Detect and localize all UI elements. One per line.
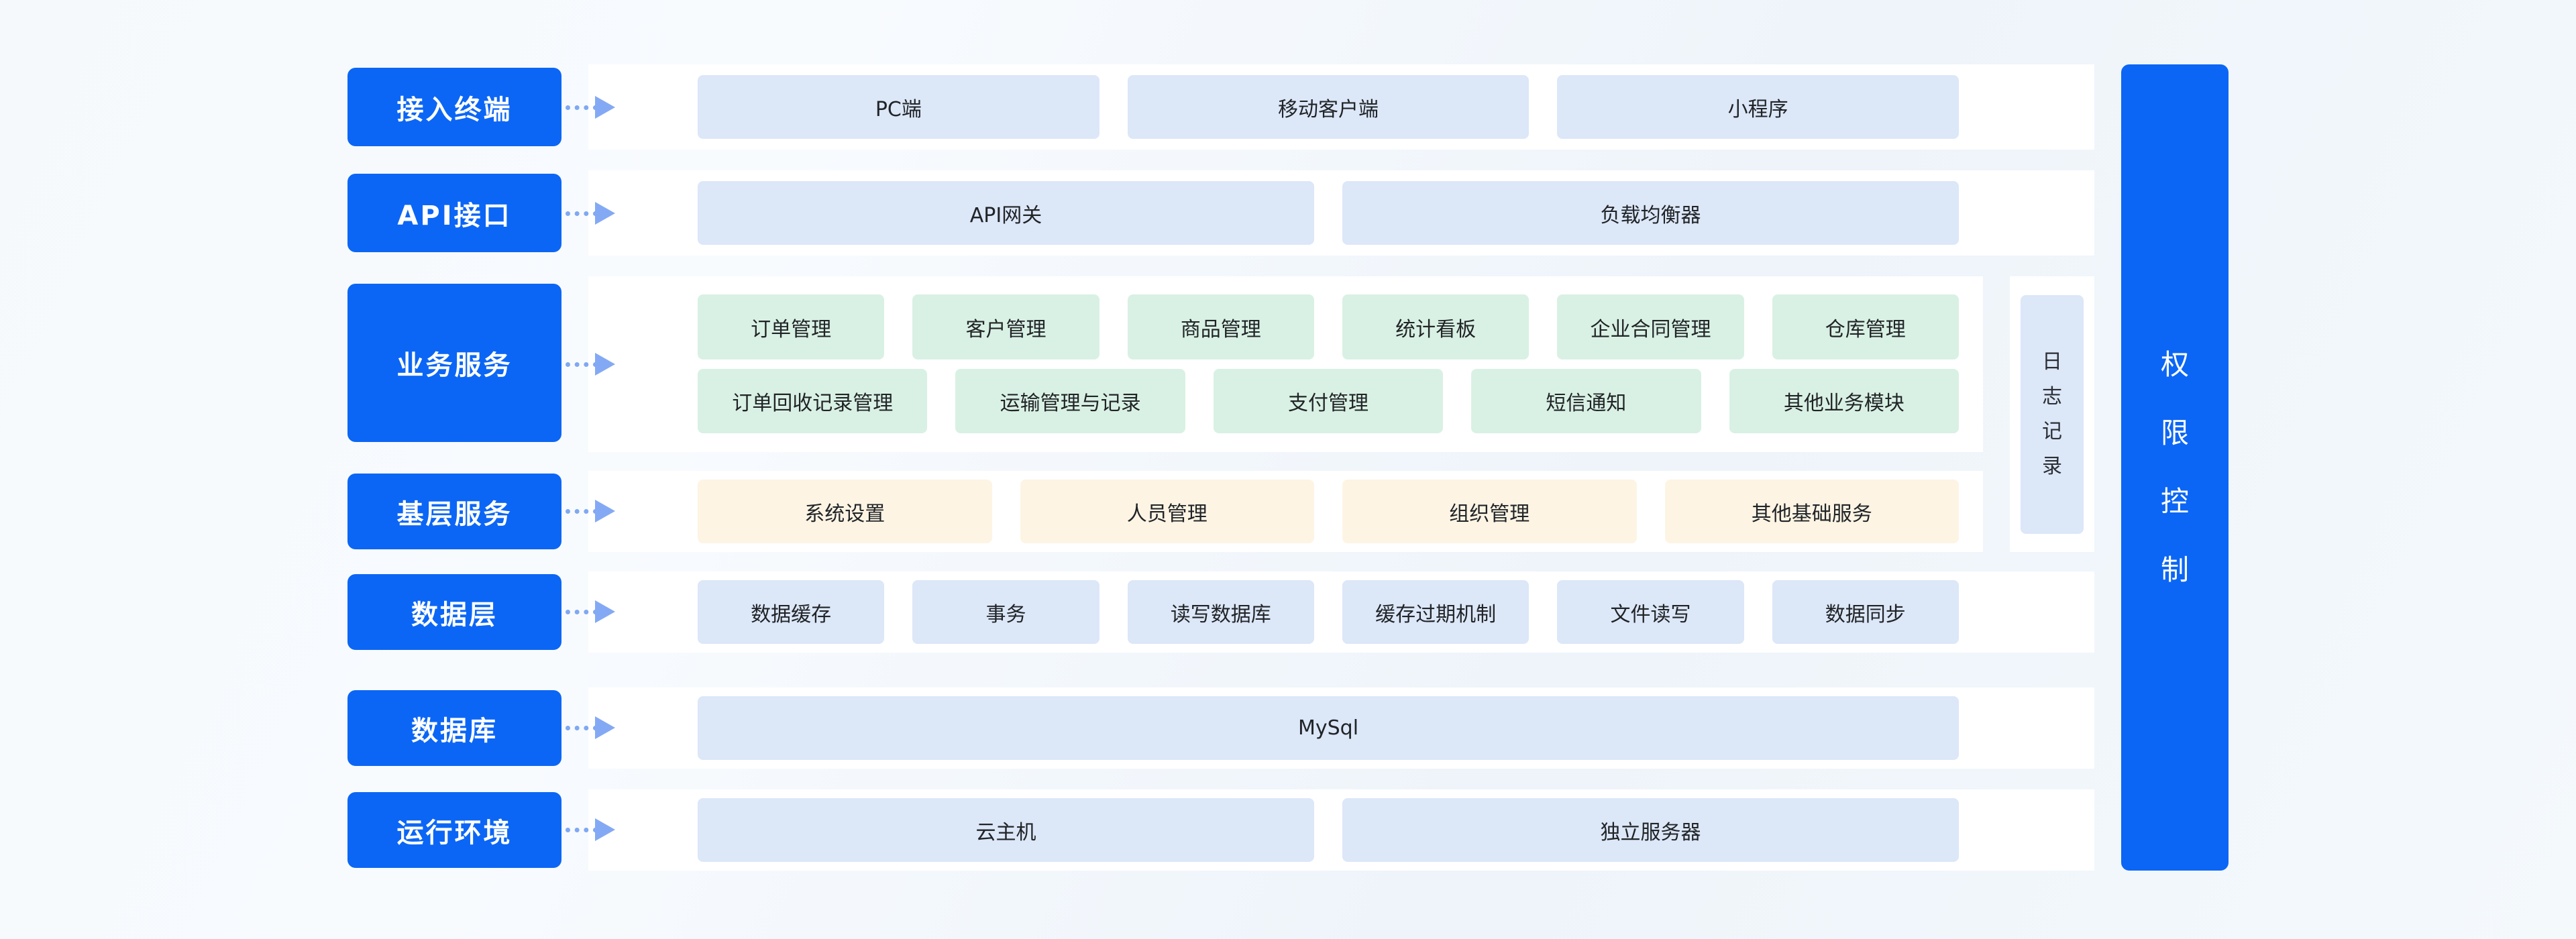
log-record-label: 日志记录	[2042, 350, 2062, 478]
module-chip: 系统设置	[698, 480, 992, 543]
layer-label-terminal: 接入终端	[347, 68, 561, 146]
dotted-arrow-icon	[566, 202, 615, 225]
module-chip: 独立服务器	[1342, 798, 1959, 862]
module-chip: 读写数据库	[1127, 580, 1314, 644]
dotted-arrow-icon	[566, 716, 615, 739]
module-chip: 企业合同管理	[1557, 294, 1744, 360]
dotted-arrow-icon	[566, 500, 615, 522]
module-chip: PC端	[698, 75, 1099, 139]
module-chip: 仓库管理	[1772, 294, 1959, 360]
dotted-arrow-icon	[566, 600, 615, 623]
module-chip: 其他基础服务	[1664, 480, 1959, 543]
layer-label-base: 基层服务	[347, 474, 561, 549]
chip-row-business-top: 订单管理客户管理商品管理统计看板企业合同管理仓库管理	[698, 294, 1959, 360]
dotted-arrow-icon	[566, 818, 615, 841]
log-record-panel: 日志记录	[2010, 276, 2094, 552]
module-chip: 统计看板	[1342, 294, 1529, 360]
layer-label-runtime: 运行环境	[347, 792, 561, 868]
module-chip: 订单管理	[698, 294, 885, 360]
chip-row-business-bottom: 订单回收记录管理运输管理与记录支付管理短信通知其他业务模块	[698, 369, 1960, 433]
dotted-arrow-icon	[566, 353, 615, 376]
layer-label-api: API接口	[347, 174, 561, 252]
permission-control-bar: 权限控制	[2121, 64, 2229, 871]
module-chip: 负载均衡器	[1342, 181, 1959, 245]
module-chip: 小程序	[1557, 75, 1960, 139]
chip-row-runtime: 云主机独立服务器	[698, 798, 1959, 862]
module-chip: 文件读写	[1557, 580, 1744, 644]
module-chip: 移动客户端	[1127, 75, 1529, 139]
module-chip: 商品管理	[1127, 294, 1314, 360]
module-chip: MySql	[698, 696, 1959, 760]
module-chip: 云主机	[698, 798, 1314, 862]
permission-control-label: 权限控制	[2160, 348, 2189, 586]
layer-label-business: 业务服务	[347, 284, 561, 442]
module-chip: 其他业务模块	[1729, 369, 1960, 433]
module-chip: 人员管理	[1020, 480, 1314, 543]
chip-row-base: 系统设置人员管理组织管理其他基础服务	[698, 480, 1959, 543]
module-chip: 短信通知	[1471, 369, 1701, 433]
chip-row-api: API网关负载均衡器	[698, 181, 1959, 245]
chip-row-data: 数据缓存事务读写数据库缓存过期机制文件读写数据同步	[698, 580, 1959, 644]
layer-label-data: 数据层	[347, 574, 561, 650]
module-chip: API网关	[698, 181, 1314, 245]
module-chip: 事务	[912, 580, 1099, 644]
chip-row-database: MySql	[698, 696, 1959, 760]
log-record-box: 日志记录	[2021, 295, 2084, 534]
module-chip: 数据缓存	[698, 580, 885, 644]
module-chip: 支付管理	[1213, 369, 1444, 433]
module-chip: 组织管理	[1342, 480, 1637, 543]
dotted-arrow-icon	[566, 96, 615, 119]
module-chip: 运输管理与记录	[955, 369, 1185, 433]
module-chip: 缓存过期机制	[1342, 580, 1529, 644]
layer-label-database: 数据库	[347, 690, 561, 766]
module-chip: 订单回收记录管理	[698, 369, 928, 433]
chip-row-terminal: PC端移动客户端小程序	[698, 75, 1960, 139]
module-chip: 客户管理	[912, 294, 1099, 360]
module-chip: 数据同步	[1772, 580, 1959, 644]
